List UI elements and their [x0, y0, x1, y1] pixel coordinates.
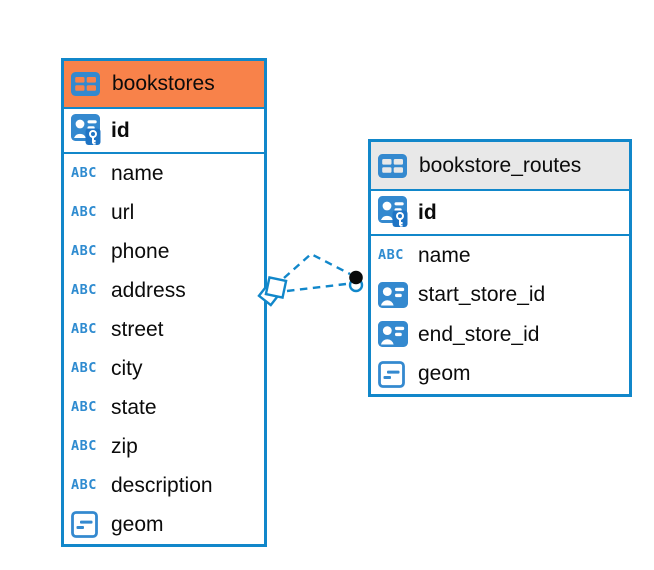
table-name: bookstore_routes: [419, 153, 582, 177]
foreign-key-icon: [378, 321, 410, 348]
column-name: state: [111, 395, 157, 419]
column-row-phone[interactable]: ABC phone: [64, 232, 264, 271]
table-name: bookstores: [112, 72, 215, 95]
column-name: name: [111, 161, 164, 185]
many-side-marker: [348, 270, 364, 293]
foreign-key-icon: [378, 281, 410, 309]
column-row-name[interactable]: ABC name: [371, 236, 629, 276]
column-name: street: [111, 317, 164, 341]
column-name: geom: [111, 512, 164, 536]
column-row-end_store_id[interactable]: end_store_id: [371, 315, 629, 355]
column-name: end_store_id: [418, 322, 540, 346]
column-name: id: [418, 200, 437, 224]
column-name: url: [111, 200, 135, 224]
column-row-id[interactable]: id: [371, 191, 629, 236]
column-row-description[interactable]: ABC description: [64, 466, 264, 505]
text-type-icon: ABC: [71, 359, 97, 376]
table-header[interactable]: bookstore_routes: [371, 142, 629, 191]
text-type-icon: ABC: [71, 203, 97, 220]
column-row-geom[interactable]: geom: [371, 355, 629, 395]
text-type-icon: ABC: [71, 476, 97, 493]
column-name: city: [111, 356, 143, 380]
table-header[interactable]: bookstores: [64, 61, 264, 109]
table-icon: [378, 153, 410, 178]
column-name: description: [111, 473, 213, 497]
column-row-id[interactable]: id: [64, 109, 264, 154]
column-row-geom[interactable]: geom: [64, 505, 264, 544]
column-row-start_store_id[interactable]: start_store_id: [371, 276, 629, 316]
column-row-url[interactable]: ABC url: [64, 193, 264, 232]
text-type-icon: ABC: [71, 281, 97, 298]
column-row-state[interactable]: ABC state: [64, 388, 264, 427]
table-icon: [71, 72, 103, 96]
column-name: phone: [111, 239, 170, 263]
column-name: name: [418, 243, 471, 267]
text-type-icon: ABC: [71, 437, 97, 454]
column-row-city[interactable]: ABC city: [64, 349, 264, 388]
primary-key-icon: [378, 196, 410, 229]
text-type-icon: ABC: [71, 164, 97, 181]
text-type-icon: ABC: [71, 398, 97, 415]
geometry-type-icon: [378, 360, 410, 388]
primary-key-icon: [71, 114, 103, 147]
column-row-zip[interactable]: ABC zip: [64, 427, 264, 466]
column-name: address: [111, 278, 186, 302]
column-row-street[interactable]: ABC street: [64, 310, 264, 349]
column-name: id: [111, 118, 130, 142]
column-name: geom: [418, 362, 471, 386]
text-type-icon: ABC: [71, 242, 97, 259]
geometry-type-icon: [71, 511, 103, 538]
column-name: zip: [111, 434, 138, 458]
column-row-address[interactable]: ABC address: [64, 271, 264, 310]
text-type-icon: ABC: [378, 247, 404, 263]
text-type-icon: ABC: [71, 320, 97, 337]
column-row-name[interactable]: ABC name: [64, 154, 264, 193]
column-name: start_store_id: [418, 283, 546, 307]
